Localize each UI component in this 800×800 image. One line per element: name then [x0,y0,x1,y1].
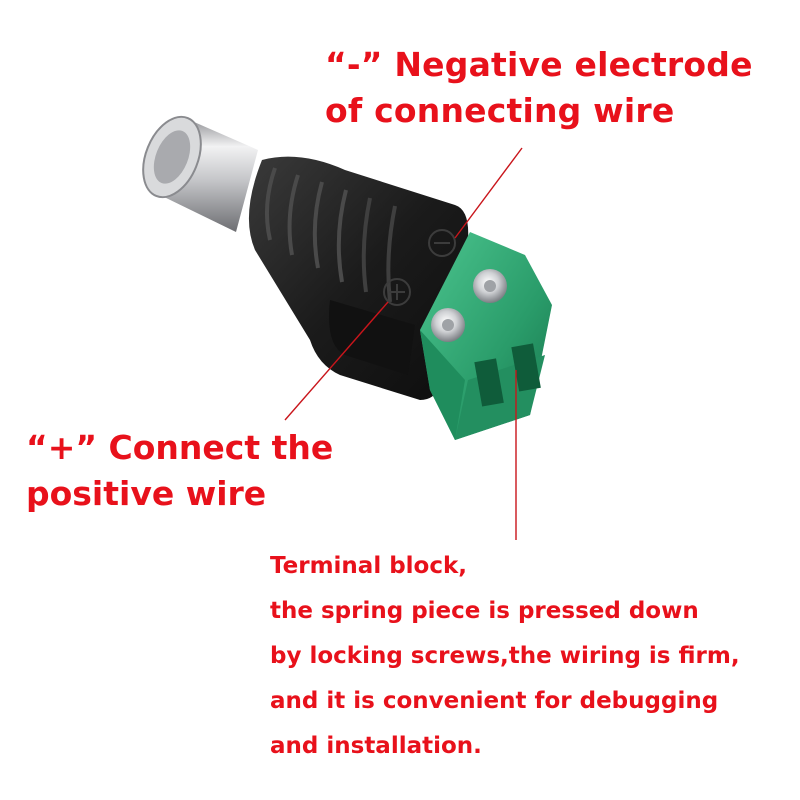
leader-lines [284,147,523,540]
annotation-line: the spring piece is pressed down [270,598,699,624]
annotation-line: “+” Connect the [26,428,334,467]
positive-leader-line [284,301,389,421]
annotation-line: positive wire [26,474,267,513]
barrel-plug [142,115,258,232]
negative-electrode-annotation: “-” Negative electrode of connecting wir… [325,42,753,134]
annotation-line: Terminal block, [270,553,468,579]
positive-mark [383,278,411,306]
terminal-block [420,232,552,440]
annotation-line: and it is convenient for debugging [270,688,719,714]
annotation-line: and installation. [270,733,482,759]
negative-mark [428,229,456,257]
negative-leader-line [454,147,523,239]
terminal-block-annotation: Terminal block, the spring piece is pres… [270,544,740,769]
positive-wire-annotation: “+” Connect the positive wire [26,425,333,517]
annotation-line: by locking screws,the wiring is firm, [270,643,740,669]
connector-body [248,156,469,400]
annotation-line: of connecting wire [325,91,675,130]
annotation-line: “-” Negative electrode [325,45,753,84]
